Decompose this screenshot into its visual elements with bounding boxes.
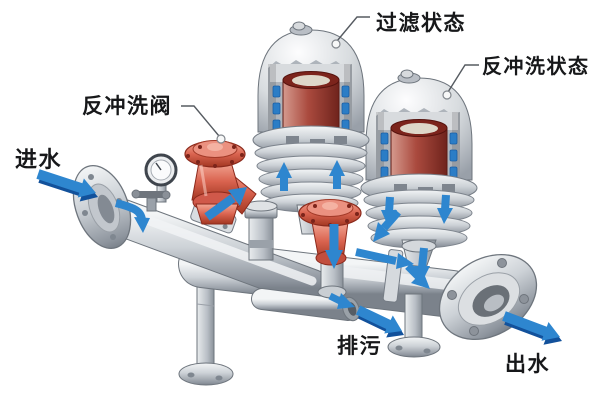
outlet-flange [438,253,538,341]
flow-arrows [36,160,562,345]
pipe-entry-arrow [114,199,150,233]
filter-cartridge-left [282,71,340,138]
gauge-needle [155,162,162,171]
left-backwash-valve [184,140,257,225]
drain-pipe [251,255,360,322]
cartridge-slot-marks-left [272,85,350,132]
inlet-flow-arrow [36,169,98,202]
leader-dot [331,39,341,49]
drain-label: 排污 [337,334,382,358]
label-filter-state: 过滤状态 [331,11,466,49]
bonnet-bolts [186,145,244,168]
ribbed-section-left [254,142,368,213]
leader-dot [442,90,452,100]
ribbed-section-right [363,189,475,249]
backwash-valve-label: 反冲洗阀 [82,94,172,118]
backwash-state-label: 反冲洗状态 [482,54,590,78]
valve-up-arrow [204,187,247,221]
hex-plug [244,200,278,261]
outlet-pipe-flow-arrows [355,248,430,289]
outlet-label: 出水 [505,352,550,376]
middle-backwash-valve [298,199,362,266]
right-vessel-down-arrows [373,194,453,284]
drain-flow-arrow [355,305,404,338]
leader-dot [216,134,226,144]
outlet-flow-arrow [502,311,562,345]
inlet-label: 进水 [15,148,62,173]
labels: 过滤状态 反冲洗状态 反冲洗阀 进水 排污 出水 [15,11,590,376]
cartridge-slot-marks-right [380,132,458,179]
filter-state-label: 过滤状态 [376,11,466,35]
leg-base-left [178,362,234,386]
label-backwash-state: 反冲洗状态 [442,54,590,100]
bleed-valve-handle [131,189,171,212]
label-backwash-valve: 反冲洗阀 [82,94,226,144]
left-vessel-up-arrows [276,160,345,191]
drain-valve-down-arrow [325,224,355,309]
